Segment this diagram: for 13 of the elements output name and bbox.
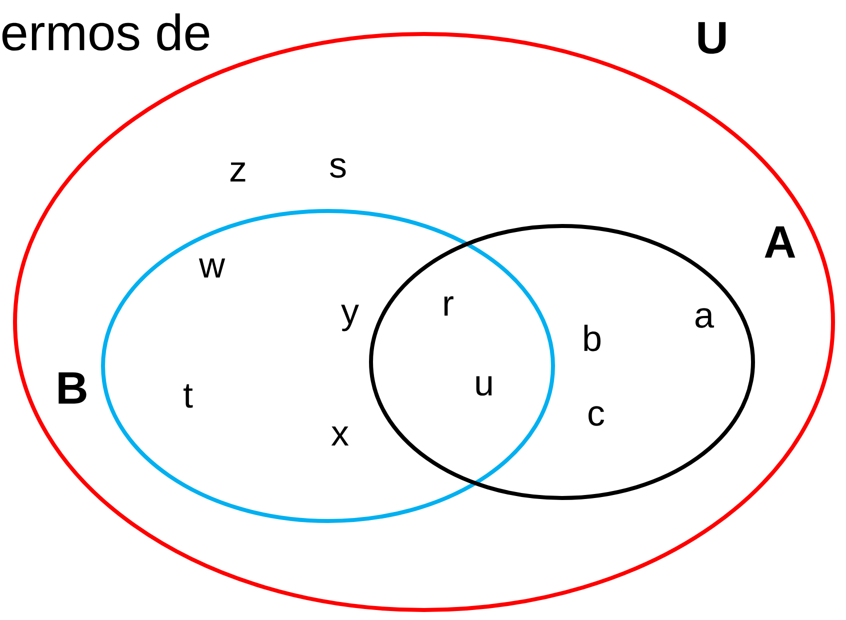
element-label: r bbox=[444, 296, 454, 316]
element-label: u bbox=[476, 376, 492, 396]
node-label: B bbox=[58, 372, 86, 404]
element-label: s bbox=[330, 158, 346, 178]
element-label: y bbox=[341, 304, 359, 332]
element-label: a bbox=[696, 308, 714, 328]
element-label: c bbox=[588, 406, 604, 426]
element-label: w bbox=[198, 258, 226, 278]
title: ermos de bbox=[2, 13, 210, 51]
element-label: b bbox=[584, 324, 600, 352]
element-label: x bbox=[331, 426, 349, 446]
node-label: A bbox=[764, 226, 796, 258]
element-label: t bbox=[184, 384, 193, 408]
